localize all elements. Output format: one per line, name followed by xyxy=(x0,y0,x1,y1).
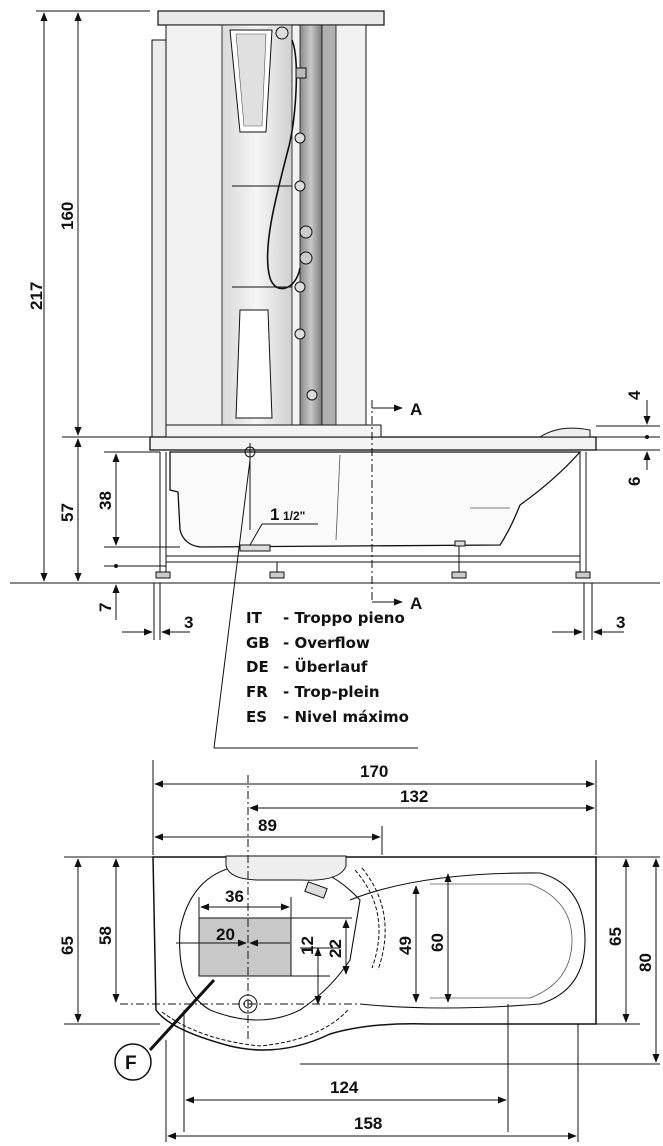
legend-text-fr: - Trop-plein xyxy=(283,683,380,701)
dim-170: 170 xyxy=(360,762,388,781)
headrest xyxy=(538,427,591,438)
legend-code-es: ES xyxy=(246,708,267,726)
legend-code-fr: FR xyxy=(246,683,268,701)
dim-160: 160 xyxy=(58,202,77,230)
column-edge xyxy=(321,24,337,426)
dim-22: 22 xyxy=(326,939,345,958)
dim-217: 217 xyxy=(27,282,46,310)
dim-89: 89 xyxy=(258,816,277,835)
light-panel-bottom xyxy=(235,309,273,419)
canopy-top xyxy=(157,10,385,26)
dim-132: 132 xyxy=(400,787,428,806)
section-label-top: A xyxy=(410,400,422,419)
jet xyxy=(294,328,306,340)
control-column xyxy=(299,24,323,426)
dim-158: 158 xyxy=(354,1114,382,1133)
jet xyxy=(294,132,306,144)
side-view: A A 1 1/2" 217 160 57 38 7 3 xyxy=(10,10,660,749)
legend-text-es: - Nivel máximo xyxy=(283,708,409,726)
column-base xyxy=(165,424,382,438)
callout-f: F xyxy=(125,1053,137,1074)
dim-65-right: 65 xyxy=(606,927,625,946)
dim-80: 80 xyxy=(636,953,655,972)
backrest xyxy=(430,883,573,999)
legend-code-gb: GB xyxy=(246,634,270,652)
overflow-legend: IT - Troppo pieno GB - Overflow DE - Übe… xyxy=(246,609,409,726)
shower-hose xyxy=(266,39,301,290)
tub-body xyxy=(169,451,582,548)
callout-leader xyxy=(148,978,216,1052)
dim-3-left: 3 xyxy=(184,613,193,632)
drain-fraction: 1/2" xyxy=(283,509,305,523)
column-base-top xyxy=(225,855,347,881)
dim-20: 20 xyxy=(216,925,235,944)
dim-36: 36 xyxy=(225,887,244,906)
dim-124: 124 xyxy=(330,1078,359,1097)
mixer-knob xyxy=(299,225,313,239)
legend-code-it: IT xyxy=(246,609,263,627)
dim-60: 60 xyxy=(428,933,447,952)
legend-text-de: - Überlauf xyxy=(283,657,368,676)
dim-65-left: 65 xyxy=(58,936,77,955)
dim-12: 12 xyxy=(298,936,317,955)
dim-49: 49 xyxy=(396,936,415,955)
dim-57: 57 xyxy=(58,503,77,522)
callout-f-circle xyxy=(114,1043,152,1081)
side-panel xyxy=(151,39,167,439)
hand-shower xyxy=(275,26,289,40)
dim-6: 6 xyxy=(625,477,644,486)
overflow-leader xyxy=(213,459,251,749)
tub-rim xyxy=(149,436,597,451)
dim-38: 38 xyxy=(96,491,115,510)
jet xyxy=(306,389,318,401)
top-view: 170 132 89 36 20 12 22 65 58 xyxy=(58,760,660,1142)
access-panel xyxy=(198,917,292,977)
legend-code-de: DE xyxy=(246,658,269,676)
shower-holder xyxy=(295,67,307,79)
screen-path xyxy=(161,1009,349,1047)
dim-7: 7 xyxy=(96,603,115,612)
jet xyxy=(294,180,306,192)
legend-text-it: - Troppo pieno xyxy=(283,609,405,627)
section-label-bottom: A xyxy=(410,594,422,613)
dim-4: 4 xyxy=(625,390,644,400)
drain-fitting xyxy=(239,544,271,552)
shower-column xyxy=(151,10,385,439)
dim-58: 58 xyxy=(96,926,115,945)
mixer-knob xyxy=(299,251,313,265)
legend-text-gb: - Overflow xyxy=(283,634,370,652)
dim-3-right: 3 xyxy=(616,613,625,632)
drain-size: 1 xyxy=(270,505,279,524)
jet xyxy=(294,281,306,293)
